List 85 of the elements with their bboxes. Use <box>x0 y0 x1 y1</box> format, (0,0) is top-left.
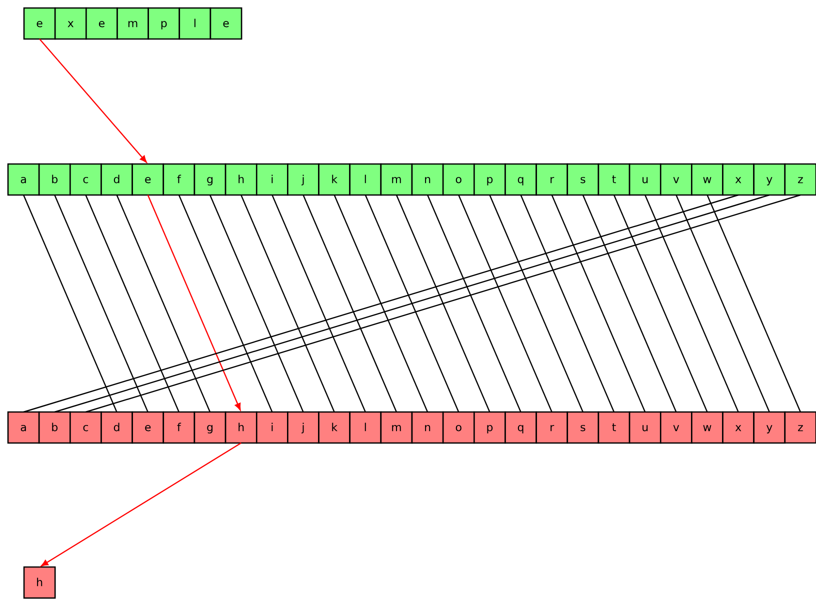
connector-line <box>644 194 739 412</box>
letter-box: p <box>474 163 506 196</box>
connector-line <box>427 194 522 412</box>
letter-box: e <box>210 7 242 40</box>
letter-box: i <box>256 163 288 196</box>
letter-box: m <box>116 7 149 40</box>
connector-line <box>364 194 460 412</box>
letter-box: h <box>224 411 258 444</box>
letter-box: p <box>474 411 506 444</box>
letter-box: b <box>38 411 71 444</box>
connector-line <box>396 194 490 412</box>
letter-box: y <box>753 163 786 196</box>
letter-box: s <box>566 411 600 444</box>
letter-box: c <box>70 411 102 444</box>
letter-box: w <box>691 411 724 444</box>
letter-box: n <box>411 411 444 444</box>
letter-box: r <box>536 163 568 196</box>
letter-box: e <box>86 7 118 40</box>
connector-line <box>489 194 584 412</box>
connector-line <box>520 194 615 412</box>
connector-line <box>582 194 677 412</box>
letter-box: d <box>100 411 133 444</box>
letter-box: e <box>23 7 56 40</box>
connector-line <box>85 194 180 412</box>
connector-line <box>209 194 304 412</box>
connector-line <box>116 194 211 412</box>
letter-box: j <box>287 411 320 444</box>
letter-box: i <box>256 411 288 444</box>
letter-box: e <box>132 411 164 444</box>
letter-box: u <box>628 163 662 196</box>
letter-box: y <box>753 411 786 444</box>
letter-box: n <box>411 163 444 196</box>
letter-box: q <box>504 163 537 196</box>
connector-line <box>334 194 428 412</box>
connector-line <box>54 194 148 412</box>
letter-box: o <box>442 163 475 196</box>
letter-box: w <box>691 163 724 196</box>
letter-box: e <box>132 163 164 196</box>
letter-box: z <box>784 163 816 196</box>
letter-box: b <box>38 163 71 196</box>
arrow <box>39 38 147 163</box>
letter-box: a <box>7 163 40 196</box>
connector-line <box>23 194 118 412</box>
letter-box: p <box>148 7 180 40</box>
letter-box: z <box>784 411 816 444</box>
connector-line <box>551 194 646 412</box>
connector-line <box>240 194 335 412</box>
letter-box: x <box>722 163 754 196</box>
letter-box: m <box>380 163 413 196</box>
connector-line <box>613 194 708 412</box>
letter-box: v <box>660 411 692 444</box>
letter-box: m <box>380 411 413 444</box>
letter-box: s <box>566 163 600 196</box>
letter-box: x <box>722 411 754 444</box>
letter-box: f <box>162 163 196 196</box>
letter-box: j <box>287 163 320 196</box>
connector-line <box>676 194 770 412</box>
letter-box: g <box>194 163 226 196</box>
connector-line <box>178 194 273 412</box>
connector-line <box>458 194 552 412</box>
letter-box: t <box>598 163 630 196</box>
letter-box: l <box>178 7 212 40</box>
letter-box: l <box>349 411 382 444</box>
letter-box: g <box>194 411 226 444</box>
letter-box: d <box>100 163 133 196</box>
connector-line <box>706 194 802 412</box>
letter-box: u <box>628 411 662 444</box>
connector-line <box>272 194 366 412</box>
letter-box: t <box>598 411 630 444</box>
letter-box: x <box>54 7 87 40</box>
letter-box: q <box>504 411 537 444</box>
letter-box: l <box>349 163 382 196</box>
letter-box: r <box>536 411 568 444</box>
letter-box: v <box>660 163 692 196</box>
letter-box: c <box>70 163 102 196</box>
letter-box: k <box>318 163 350 196</box>
arrow <box>40 442 242 566</box>
letter-box: o <box>442 411 475 444</box>
letter-box: h <box>23 566 56 599</box>
letter-box: f <box>162 411 196 444</box>
letter-box: a <box>7 411 40 444</box>
letter-box: k <box>318 411 350 444</box>
letter-box: h <box>224 163 258 196</box>
arrow <box>147 194 241 410</box>
connector-line <box>302 194 398 412</box>
